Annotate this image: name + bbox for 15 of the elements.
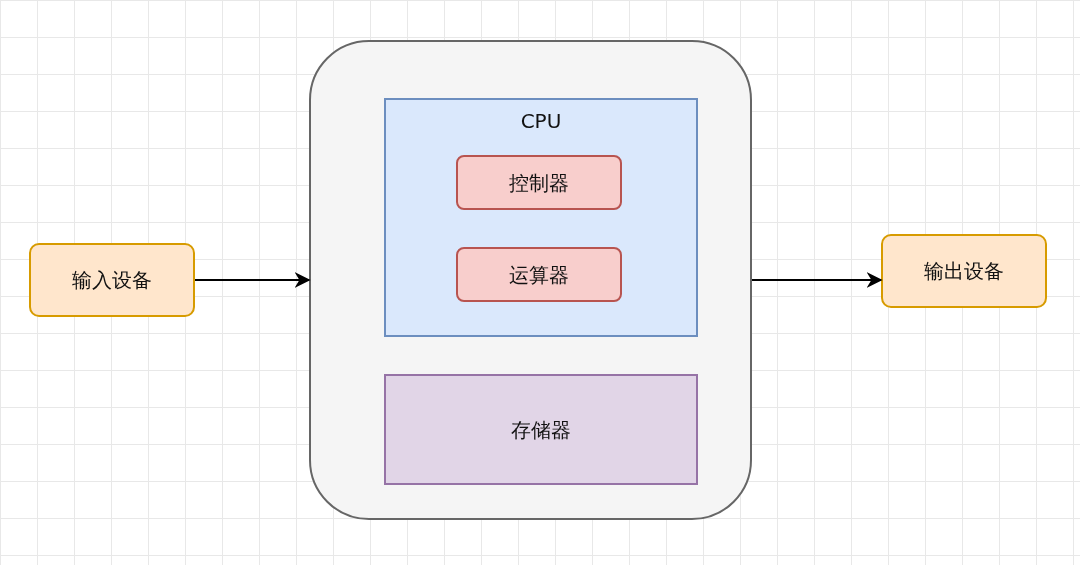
memory-box [384,374,698,485]
node-label: 运算器 [509,261,569,289]
output-device-box [881,234,1047,308]
node-label: 存储器 [511,416,571,444]
node-label: 输入设备 [72,267,152,294]
node-label: 输出设备 [924,258,1004,285]
input-device-box [29,243,195,317]
arrow [751,272,883,288]
cpu-box [384,98,698,337]
arrow [194,272,311,288]
node-label: 控制器 [509,169,569,197]
alu-box [456,247,622,302]
computer-box [309,40,752,520]
node-label: CPU [520,108,562,135]
controller-box [456,155,622,210]
